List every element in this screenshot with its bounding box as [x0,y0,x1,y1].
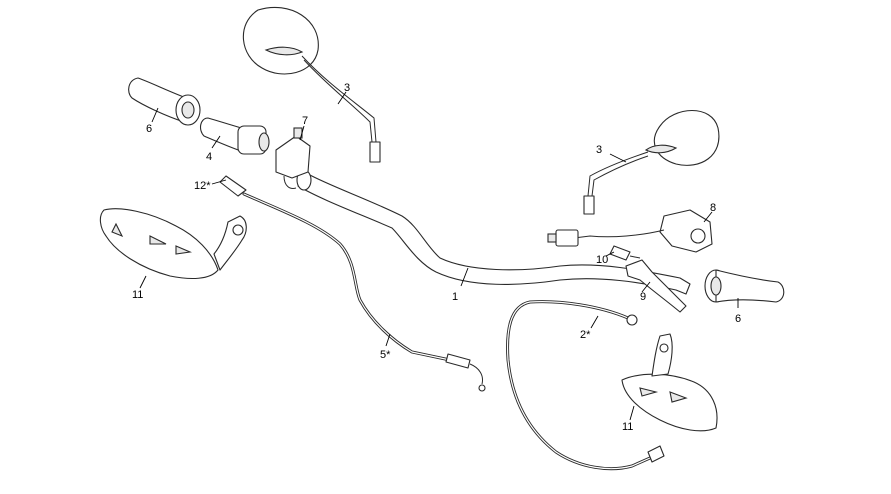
clutch-cable [506,300,665,471]
throttle-housing [275,127,311,189]
callout-11-left: 11 [132,289,143,301]
callout-3-right: 3 [596,144,602,156]
callout-3-left: 3 [344,82,350,94]
throttle-tube [199,117,270,155]
right-mirror [583,109,720,215]
right-hand-guard [621,333,718,432]
throttle-cable [219,175,452,362]
callout-6-left: 6 [146,123,152,135]
callout-labels: 1 2* 3 3 4 5* 6 6 7 8 9 10 11 11 12* [132,82,741,433]
callout-10: 10 [596,254,608,266]
clutch-bracket [547,209,713,253]
callout-7: 7 [302,115,308,127]
left-hand-guard [99,208,247,280]
right-grip [704,269,785,303]
left-mirror [242,6,381,163]
left-grip [128,77,201,126]
callout-12: 12* [194,180,211,192]
throttle-return-cable-end [445,353,486,392]
callout-2: 2* [580,329,591,341]
callout-6-right: 6 [735,313,741,325]
callout-8: 8 [710,202,716,214]
callout-5: 5* [380,349,391,361]
clutch-switch [609,245,641,261]
clutch-lever [625,259,687,313]
callout-leaders [139,91,739,421]
callout-11-right: 11 [622,421,633,433]
callout-9: 9 [640,291,646,303]
callout-1: 1 [452,291,458,303]
callout-4: 4 [206,151,212,163]
